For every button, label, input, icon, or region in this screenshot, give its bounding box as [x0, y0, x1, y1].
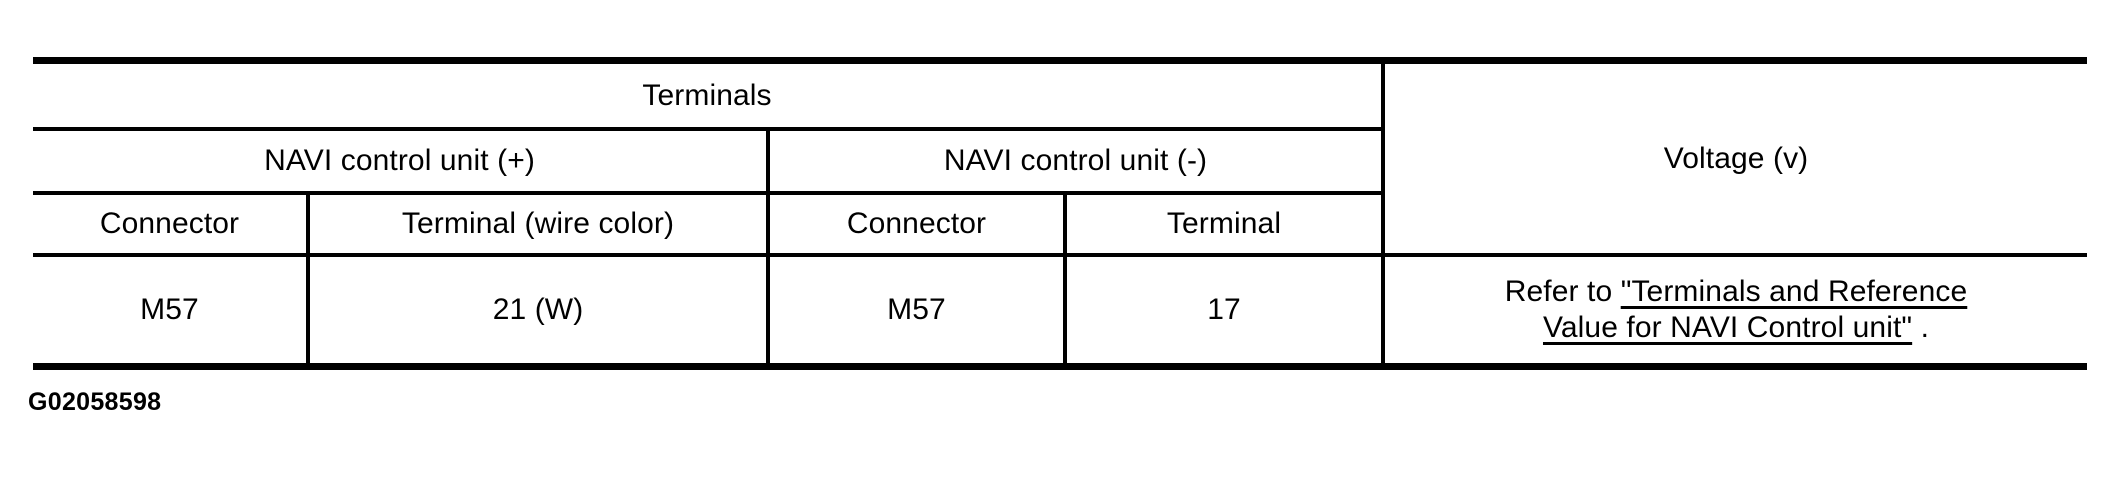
table-row: M57 21 (W) M57 17 Refer to "Terminals an… — [33, 254, 2088, 370]
header-terminals: Terminals — [33, 57, 1386, 131]
voltage-reference-link[interactable]: "Terminals and Reference — [1620, 275, 1968, 309]
header-negative-connector: Connector — [768, 192, 1067, 257]
header-voltage: Voltage (v) — [1383, 57, 2088, 257]
cell-negative-connector: M57 — [768, 254, 1067, 370]
voltage-reference-prefix: Refer to — [1504, 275, 1621, 309]
voltage-reference-line-2: Value for NAVI Control unit" . — [1385, 310, 2087, 345]
navi-terminals-table: Terminals Voltage (v) NAVI control unit … — [33, 57, 2088, 370]
figure-id-caption: G02058598 — [28, 388, 162, 416]
table-header-row-subgroup: NAVI control unit (+) NAVI control unit … — [33, 128, 2087, 195]
header-positive-connector: Connector — [33, 192, 310, 257]
header-navi-control-unit-positive: NAVI control unit (+) — [33, 128, 770, 195]
voltage-reference-suffix: . — [1912, 310, 1930, 344]
cell-voltage-reference: Refer to "Terminals and Reference Value … — [1383, 254, 2088, 370]
voltage-reference-line-1: Refer to "Terminals and Reference — [1385, 274, 2087, 309]
table-header-row-group: Terminals Voltage (v) — [33, 57, 2088, 257]
cell-positive-connector: M57 — [33, 254, 310, 370]
voltage-reference-link-continued[interactable]: Value for NAVI Control unit" — [1542, 310, 1913, 344]
cell-positive-terminal: 21 (W) — [308, 254, 770, 370]
table-header-row-columns: Connector Terminal (wire color) Connecto… — [33, 192, 2087, 257]
header-positive-terminal: Terminal (wire color) — [308, 192, 770, 257]
header-navi-control-unit-negative: NAVI control unit (-) — [768, 128, 1386, 195]
cell-negative-terminal: 17 — [1065, 254, 1386, 370]
header-negative-terminal: Terminal — [1065, 192, 1386, 257]
